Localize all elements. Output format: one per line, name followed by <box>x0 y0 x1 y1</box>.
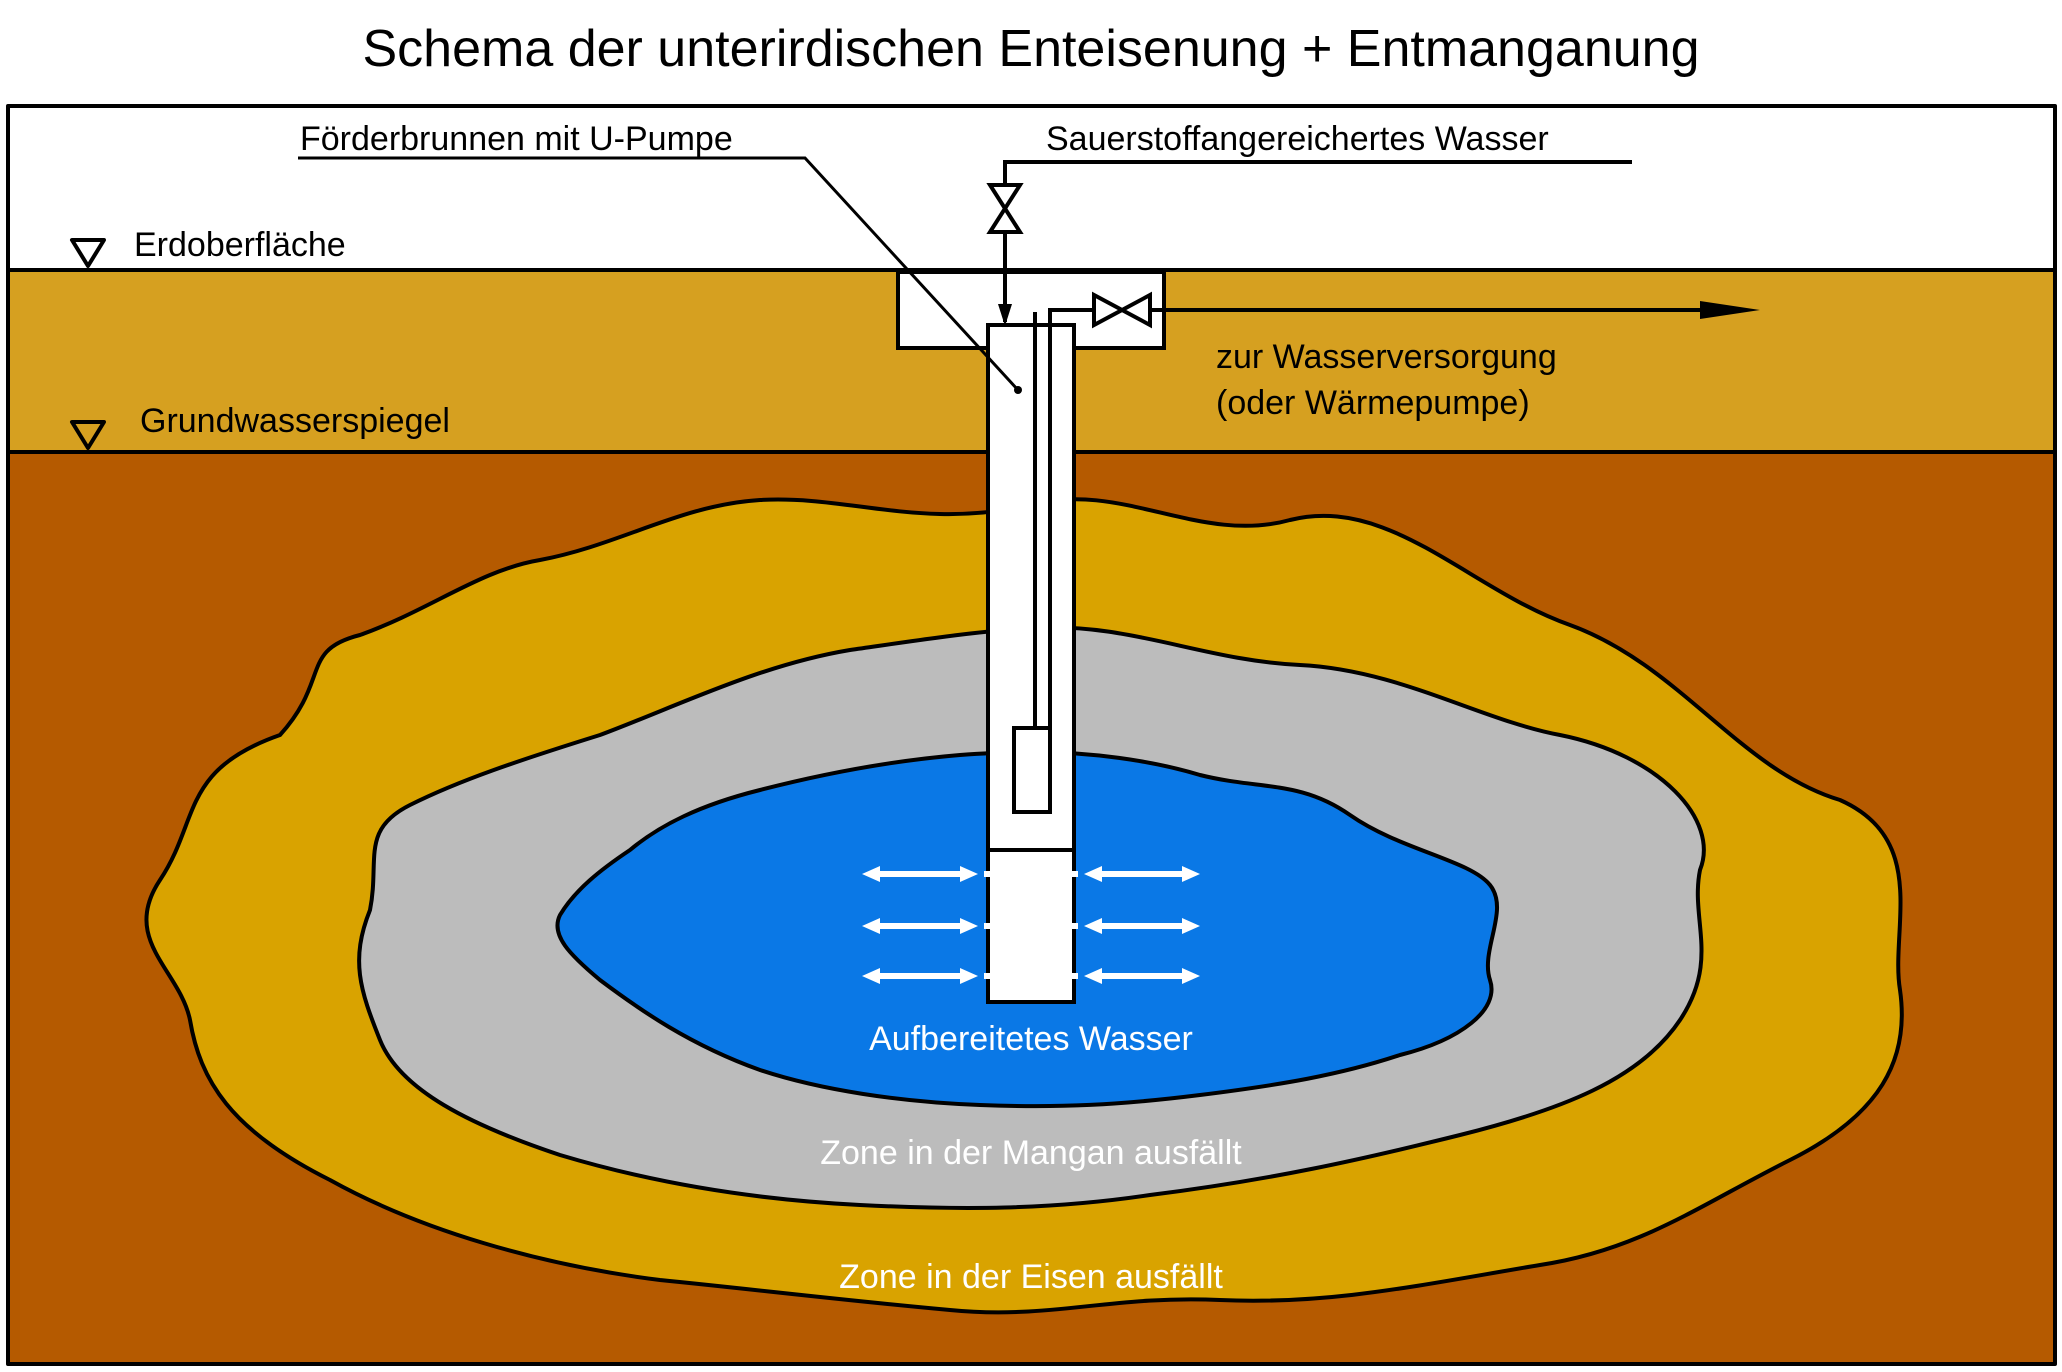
treated-water-label: Aufbereitetes Wasser <box>869 1020 1193 1058</box>
manganese-zone-label: Zone in der Mangan ausfällt <box>820 1134 1242 1172</box>
supply-label-line1: zur Wasserversorgung <box>1216 338 1557 376</box>
infiltration-arrow-right-1 <box>1084 866 1200 882</box>
rising-pipe <box>1048 308 1098 728</box>
iron-zone-label: Zone in der Eisen ausfällt <box>839 1258 1223 1296</box>
ground-surface-marker-icon <box>70 238 106 268</box>
well-screen <box>986 848 1076 1004</box>
infiltration-arrow-right-2 <box>1084 918 1200 934</box>
infiltration-arrow-right-3 <box>1084 968 1200 984</box>
infiltration-arrow-left-1 <box>862 866 978 882</box>
well-screen-slots <box>984 871 1078 979</box>
sky-area <box>8 106 2055 270</box>
infiltration-arrow-left-2 <box>862 918 978 934</box>
ground-surface-label: Erdoberfläche <box>134 226 346 264</box>
infiltration-arrows <box>862 866 1200 984</box>
well-label-leader <box>298 156 1020 392</box>
oxygen-inlet-arrowhead-icon <box>998 304 1012 326</box>
diagram-title: Schema der unterirdischen Enteisenung + … <box>363 20 1700 78</box>
supply-label-line2: (oder Wärmepumpe) <box>1216 384 1530 422</box>
oxygen-valve-icon <box>986 183 1024 234</box>
infiltration-arrow-left-3 <box>862 968 978 984</box>
well-label-leader-dot <box>1014 386 1022 394</box>
groundwater-level-label: Grundwasserspiegel <box>140 402 450 440</box>
oxygen-water-label: Sauerstoffangereichertes Wasser <box>1046 120 1549 158</box>
groundwater-level-marker-icon <box>70 420 106 450</box>
oxygen-inlet-line <box>1003 160 1632 322</box>
diagram-frame <box>6 104 2057 1366</box>
supply-valve-icon <box>1092 291 1152 329</box>
well-label: Förderbrunnen mit U-Pumpe <box>300 120 733 158</box>
submersible-pump <box>1012 726 1052 814</box>
supply-arrowhead-icon <box>1700 301 1760 319</box>
